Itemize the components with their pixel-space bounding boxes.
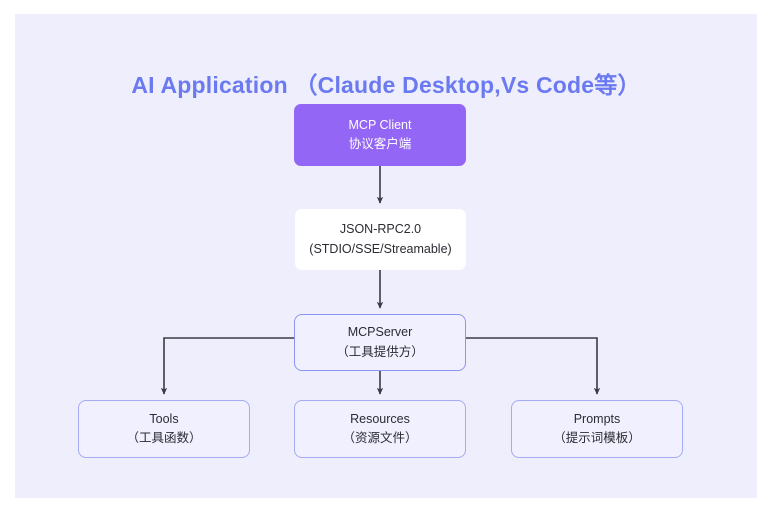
- node-tools[interactable]: Tools （工具函数）: [78, 400, 250, 458]
- page-title: AI Application （Claude Desktop,Vs Code等）: [131, 72, 641, 98]
- node-jsonrpc-title: JSON-RPC2.0: [339, 222, 422, 237]
- edge-server-to-tools: [160, 337, 294, 395]
- node-mcp-server-subtitle: （工具提供方）: [336, 344, 424, 359]
- node-mcp-server-title: MCPServer: [347, 325, 413, 340]
- node-mcp-server[interactable]: MCPServer （工具提供方）: [294, 314, 466, 371]
- node-tools-subtitle: （工具函数）: [126, 431, 202, 445]
- node-prompts-title: Prompts: [573, 411, 621, 426]
- node-mcp-client-subtitle: 协议客户端: [348, 137, 412, 151]
- node-prompts-subtitle: （提示词模板）: [553, 431, 641, 445]
- node-resources-title: Resources: [350, 411, 410, 426]
- node-mcp-client-title: MCP Client: [348, 117, 412, 132]
- edge-server-to-prompts: [466, 337, 601, 395]
- diagram-panel: AI Application （Claude Desktop,Vs Code等）…: [15, 14, 757, 498]
- node-jsonrpc-subtitle: (STDIO/SSE/Streamable): [309, 241, 452, 256]
- node-jsonrpc[interactable]: JSON-RPC2.0 (STDIO/SSE/Streamable): [295, 209, 466, 270]
- node-resources[interactable]: Resources （资源文件）: [294, 400, 466, 458]
- node-resources-subtitle: （资源文件）: [342, 431, 418, 445]
- node-tools-title: Tools: [149, 411, 179, 426]
- node-prompts[interactable]: Prompts （提示词模板）: [511, 400, 683, 458]
- node-mcp-client[interactable]: MCP Client 协议客户端: [294, 104, 466, 166]
